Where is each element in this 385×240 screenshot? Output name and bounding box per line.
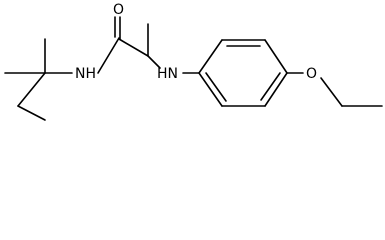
chemical-structure: O NH HN O <box>4 2 383 121</box>
bond-ethyl <box>17 105 46 121</box>
ring-bond-4 <box>264 72 288 107</box>
amine-hn-label: HN <box>157 66 178 82</box>
ring-double-bond-right <box>260 72 281 101</box>
ring-double-bond-left <box>205 72 227 102</box>
oxygen-ether-label: O <box>306 66 317 82</box>
ring-bond-3 <box>264 39 288 74</box>
bond-alpha-to-hn <box>147 55 161 69</box>
amide-nh-label: NH <box>75 66 96 82</box>
bond-quaternary-to-ethyl <box>17 72 46 107</box>
bond-carbonyl-to-alpha <box>118 38 149 57</box>
bond-nh-to-carbonyl <box>97 37 120 74</box>
ring-bond-6 <box>198 72 223 107</box>
ring-bond-1 <box>198 39 223 74</box>
bond-ether-o-to-ch2 <box>320 77 343 107</box>
oxygen-carbonyl-label: O <box>113 2 124 18</box>
